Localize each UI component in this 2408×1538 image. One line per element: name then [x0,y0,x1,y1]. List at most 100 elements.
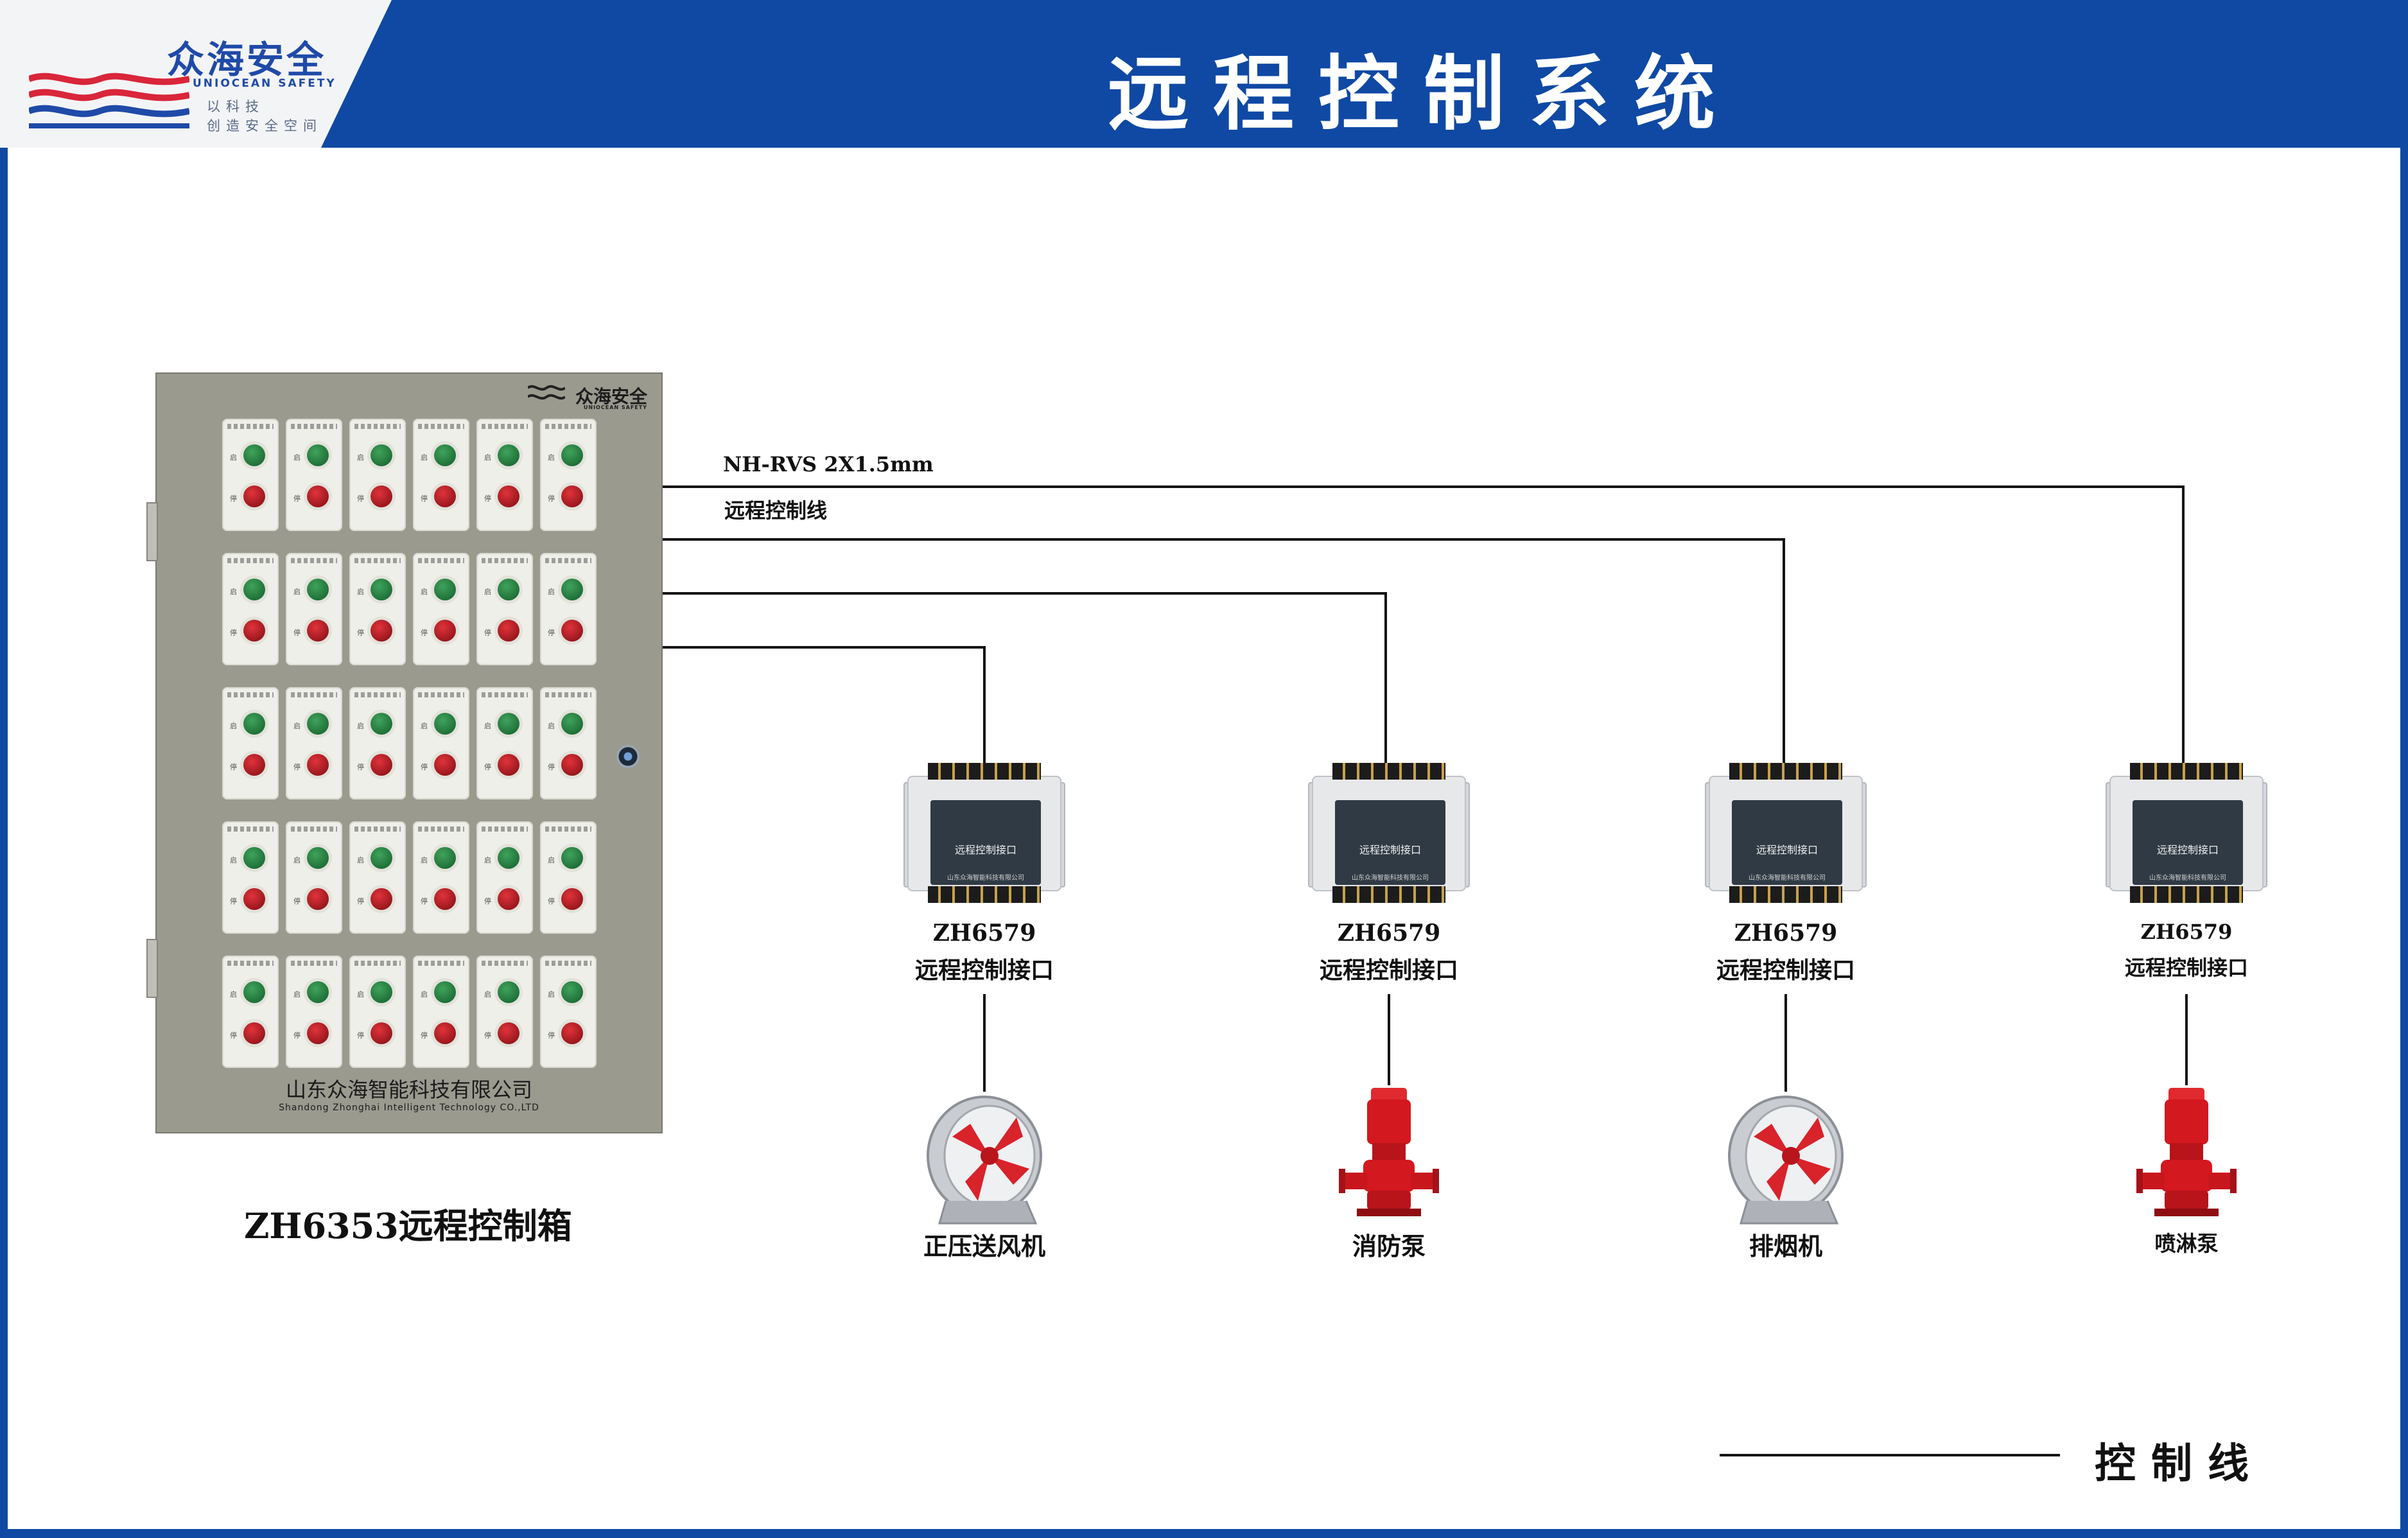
stop-tag: 停 [484,1031,491,1040]
start-button[interactable] [498,579,519,600]
terminal-block-bottom [2130,886,2243,903]
start-button[interactable] [434,713,456,735]
module-label-strip [418,424,464,429]
stop-button[interactable] [371,754,392,776]
start-button[interactable] [243,847,265,869]
module-label-strip [545,826,591,832]
module-label-strip [545,961,591,966]
start-tag: 启 [548,990,555,999]
start-button[interactable] [243,981,265,1003]
start-button[interactable] [243,444,265,466]
axial-fan-icon [1728,1096,1844,1225]
start-button[interactable] [243,579,265,600]
stop-button[interactable] [371,620,392,642]
stop-button[interactable] [307,485,329,507]
unit-panel-title: 远程控制接口 [2156,844,2219,856]
stop-button[interactable] [498,620,519,642]
stop-button[interactable] [434,754,456,776]
start-button[interactable] [561,444,583,466]
start-button[interactable] [371,444,392,466]
start-button[interactable] [371,579,392,600]
logo-english: UNIOCEAN SAFETY [193,77,336,90]
start-tag: 启 [548,453,555,462]
stop-tag: 停 [293,763,301,771]
module-label-strip [482,692,528,697]
stop-button[interactable] [561,888,583,910]
start-stop-module: 启停 [349,956,406,1068]
start-button[interactable] [498,713,519,735]
stop-tag: 停 [484,494,491,503]
stop-tag: 停 [357,629,364,637]
stop-button[interactable] [307,620,329,642]
stop-button[interactable] [371,485,392,507]
stop-button[interactable] [561,754,583,776]
stop-tag: 停 [357,494,364,503]
start-button[interactable] [307,981,329,1003]
start-button[interactable] [307,579,329,600]
stop-button[interactable] [243,1022,265,1044]
page-title: 远程控制系统 [1108,47,1740,141]
remote-control-interface-4: 远程控制接口山东众海智能科技有限公司 [2106,763,2267,904]
unit-panel-company: 山东众海智能科技有限公司 [2149,875,2226,882]
start-button[interactable] [561,579,583,600]
stop-button[interactable] [498,1022,519,1044]
unit-body: 远程控制接口山东众海智能科技有限公司 [907,776,1061,891]
stop-button[interactable] [243,620,265,642]
start-button[interactable] [434,579,456,600]
start-button[interactable] [307,847,329,869]
stop-button[interactable] [307,754,329,776]
stop-tag: 停 [357,763,364,771]
terminal-block-bottom [1729,886,1842,903]
module-label-strip [227,961,274,966]
interface-model: ZH6579 [1337,920,1441,947]
stop-tag: 停 [293,629,301,637]
start-stop-module: 启停 [222,687,279,800]
module-label-strip [354,558,401,563]
start-button[interactable] [561,847,583,869]
start-button[interactable] [371,847,392,869]
stop-button[interactable] [434,485,456,507]
stop-button[interactable] [498,485,519,507]
stop-button[interactable] [307,888,329,910]
start-button[interactable] [307,713,329,735]
stop-tag: 停 [357,1031,364,1040]
module-label-strip [227,692,274,697]
stop-button[interactable] [243,754,265,776]
start-stop-module: 启停 [222,956,279,1068]
module-label-strip [291,961,337,966]
stop-button[interactable] [371,1022,392,1044]
start-stop-module: 启停 [413,687,469,800]
control-wire-1 [663,646,986,769]
start-button[interactable] [498,444,519,466]
stop-button[interactable] [498,888,519,910]
start-button[interactable] [371,713,392,735]
terminal-block-top [2130,763,2243,780]
stop-button[interactable] [561,620,583,642]
start-button[interactable] [434,444,456,466]
start-button[interactable] [371,981,392,1003]
start-tag: 启 [357,722,364,730]
start-button[interactable] [434,847,456,869]
stop-button[interactable] [561,485,583,507]
stop-button[interactable] [371,888,392,910]
start-tag: 启 [484,588,491,596]
start-button[interactable] [498,847,519,869]
stop-button[interactable] [307,1022,329,1044]
start-button[interactable] [561,713,583,735]
stop-button[interactable] [243,888,265,910]
start-button[interactable] [243,713,265,735]
start-stop-module: 启停 [413,419,469,531]
stop-button[interactable] [561,1022,583,1044]
module-label-strip [227,424,274,429]
stop-button[interactable] [498,754,519,776]
start-button[interactable] [434,981,456,1003]
unit-body: 远程控制接口山东众海智能科技有限公司 [1312,776,1466,891]
start-button[interactable] [561,981,583,1003]
stop-button[interactable] [434,888,456,910]
stop-button[interactable] [434,1022,456,1044]
start-stop-module: 启停 [286,553,342,665]
stop-button[interactable] [434,620,456,642]
start-button[interactable] [307,444,329,466]
start-button[interactable] [498,981,519,1003]
stop-button[interactable] [243,485,265,507]
